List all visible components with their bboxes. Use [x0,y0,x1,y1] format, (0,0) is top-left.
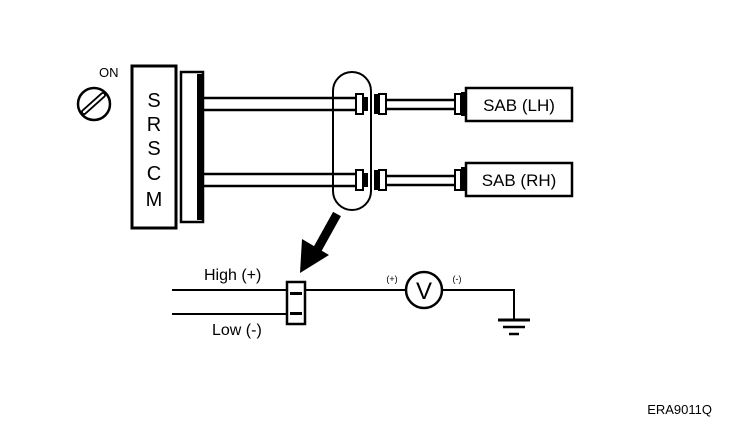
meter-plus-label: (+) [386,274,397,284]
detail-wires [172,289,287,315]
harness-lower [203,172,455,188]
low-terminal-label: Low (-) [212,322,262,339]
high-terminal-label: High (+) [204,267,261,284]
figure-id-label: ERA9011Q [647,402,712,417]
srs-control-module [130,64,205,230]
ground-icon [498,318,530,336]
module-letter-m: M [146,189,163,211]
module-letter-r: R [147,114,161,136]
ignition-on-label: ON [99,65,119,80]
connector-lower [355,169,462,191]
sab-lh-label: SAB (LH) [483,96,555,115]
module-letter-s2: S [147,138,160,160]
ignition-switch-icon [76,86,112,122]
meter-lead-minus [442,289,515,320]
voltmeter-symbol: V [416,278,432,305]
pointer-arrow-icon [300,211,341,273]
sab-rh-box [461,161,574,198]
sab-rh-label: SAB (RH) [482,171,557,190]
module-letter-c: C [147,163,161,185]
detail-connector [285,280,307,326]
meter-minus-label: (-) [453,274,462,284]
module-letter-s1: S [147,90,160,112]
sab-lh-box [461,86,574,123]
connector-highlight-oval [332,71,372,211]
harness-upper [203,96,455,112]
